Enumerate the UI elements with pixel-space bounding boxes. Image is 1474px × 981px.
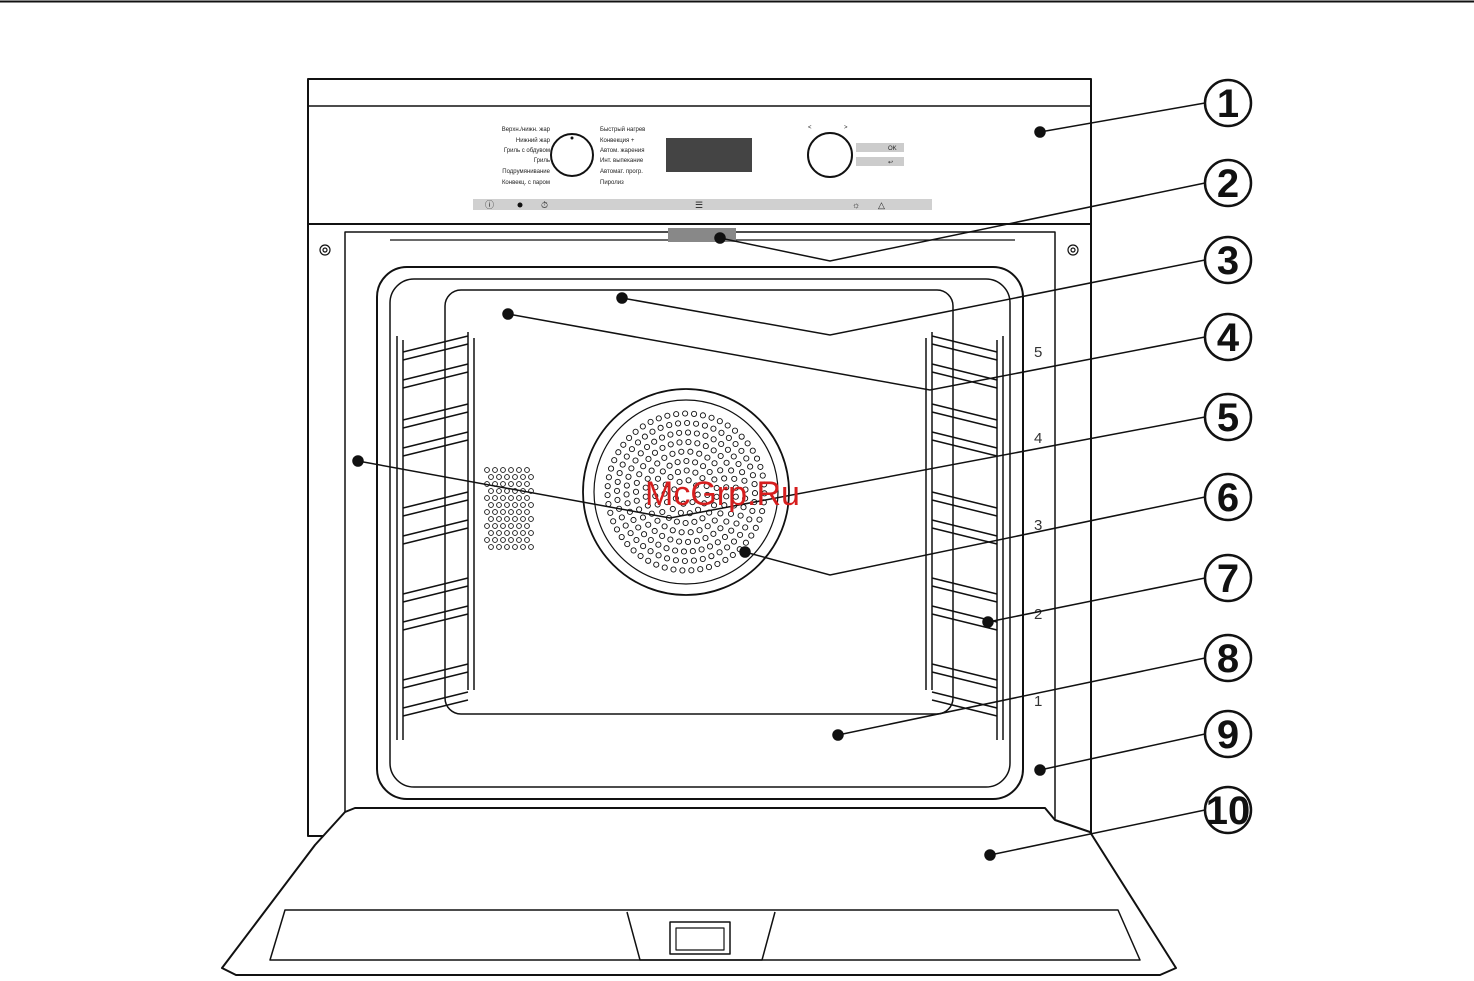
callout-dot-6 — [740, 547, 750, 557]
callout-dot-7 — [983, 617, 993, 627]
mode-label-right-5: Пиролиз — [600, 180, 624, 186]
callout-line-9 — [1040, 734, 1205, 770]
control-knob[interactable] — [808, 133, 852, 177]
shelf-level-5: 5 — [1034, 344, 1042, 361]
callout-number-7: 7 — [1217, 557, 1239, 601]
ok-button-label: OK — [888, 146, 897, 152]
right-shelf-rails — [926, 332, 1003, 740]
light-icon[interactable]: ☼ — [852, 200, 860, 210]
callout-line-3 — [622, 260, 1205, 335]
nav-right-icon[interactable]: > — [844, 125, 848, 131]
display-screen — [666, 138, 752, 172]
shelf-level-1: 1 — [1034, 693, 1042, 710]
callout-dot-5 — [353, 456, 363, 466]
nav-left-icon[interactable]: < — [808, 125, 812, 131]
left-shelf-rails — [397, 332, 474, 740]
callout-dot-3 — [617, 293, 627, 303]
ok-button[interactable] — [856, 143, 904, 152]
callout-line-4 — [508, 314, 1205, 390]
mode-label-left-5: Конвекц. с паром — [502, 180, 550, 186]
callout-number-6: 6 — [1217, 476, 1239, 520]
callout-line-2 — [720, 183, 1205, 261]
mode-label-right-1: Конвекция + — [600, 138, 635, 144]
vent-holes — [485, 468, 534, 550]
mode-selector-knob[interactable] — [551, 134, 593, 176]
mode-label-right-0: Быстрый нагрев — [600, 126, 645, 133]
callout-dot-10 — [985, 850, 995, 860]
mode-label-left-1: Нижний жар — [516, 137, 551, 144]
screws — [320, 245, 1078, 255]
callout-number-10: 10 — [1206, 789, 1251, 833]
callout-number-4: 4 — [1217, 316, 1240, 360]
oven-door — [222, 808, 1176, 975]
callout-number-1: 1 — [1217, 82, 1239, 126]
callout-dot-9 — [1035, 765, 1045, 775]
back-button[interactable] — [856, 157, 904, 166]
callout-number-2: 2 — [1217, 162, 1239, 206]
mode-label-left-3: Гриль — [534, 158, 550, 164]
back-arrow-icon: ↩ — [888, 160, 893, 166]
mode-label-right-4: Автомат. прогр. — [600, 169, 643, 175]
callout-line-1 — [1040, 103, 1205, 132]
mode-label-right-2: Автом. жарения — [600, 148, 644, 154]
callout-dot-8 — [833, 730, 843, 740]
menu-icon[interactable]: ☰ — [695, 200, 703, 210]
mode-label-left-4: Подрумянивание — [502, 169, 550, 175]
callout-line-6 — [745, 497, 1205, 575]
bell-icon[interactable]: △ — [878, 200, 885, 210]
callout-line-8 — [838, 658, 1205, 735]
control-panel-details: OK ↩ < > ⓘ ⏱ ☰ ☼ △ Верхн./нижн. жарНижни… — [473, 125, 932, 210]
shelf-level-2: 2 — [1034, 606, 1042, 623]
callout-dot-2 — [715, 233, 725, 243]
callout-dot-1 — [1035, 127, 1045, 137]
callout-number-8: 8 — [1217, 637, 1239, 681]
mode-label-left-2: Гриль с обдувом — [504, 148, 550, 154]
mode-label-left-0: Верхн./нижн. жар — [502, 127, 551, 133]
dot-icon[interactable] — [518, 203, 523, 208]
callout-number-5: 5 — [1217, 396, 1239, 440]
info-icon[interactable]: ⓘ — [485, 200, 494, 210]
callout-line-7 — [988, 578, 1205, 622]
callout-dot-4 — [503, 309, 513, 319]
mode-label-right-3: Инт. выпекание — [600, 158, 644, 164]
watermark: McGrp.Ru — [645, 475, 800, 513]
shelf-level-4: 4 — [1034, 430, 1042, 447]
callout-number-9: 9 — [1217, 713, 1239, 757]
callout-number-3: 3 — [1217, 239, 1239, 283]
timer-icon[interactable]: ⏱ — [541, 200, 548, 210]
